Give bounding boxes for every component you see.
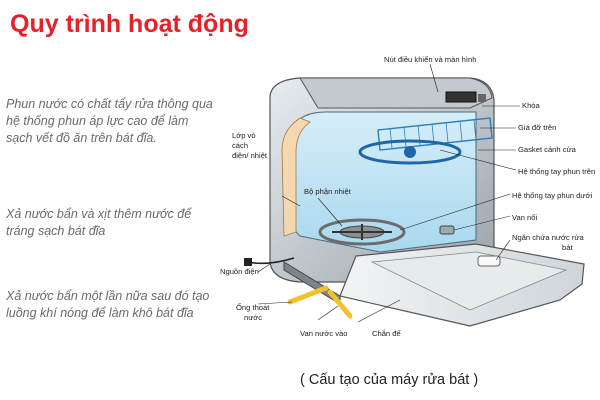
label-stopper: Chắn đế <box>372 329 401 338</box>
figure-caption: ( Cấu tạo của máy rửa bát ) <box>300 372 479 388</box>
label-insulation-line3: điện/ nhiệt <box>232 151 268 160</box>
label-heater: Bộ phận nhiệt <box>304 187 352 196</box>
label-lower-spray: Hệ thống tay phun dưới <box>512 191 592 200</box>
page-title: Quy trình hoạt động <box>10 10 249 38</box>
label-lock: Khóa <box>522 101 541 110</box>
insulation-layer <box>281 117 311 237</box>
label-inlet-valve: Van nước vào <box>300 329 348 338</box>
label-insulation-line2: cách <box>232 141 248 150</box>
label-detergent-line2: bát <box>562 243 573 252</box>
label-drain-line2: nước <box>244 313 262 322</box>
display-screen <box>445 91 477 103</box>
drain-pipe <box>287 285 329 305</box>
detergent-compartment <box>477 255 501 267</box>
label-upper-rack: Giá đỡ trên <box>518 123 556 132</box>
label-upper-spray: Hệ thống tay phun trên <box>518 167 595 176</box>
control-panel <box>299 77 493 109</box>
label-detergent-line1: Ngăn chứa nước rửa <box>512 233 585 242</box>
heater-element <box>318 218 406 246</box>
label-drain-line1: Ống thoát <box>236 302 270 312</box>
label-float-valve: Van nổi <box>512 213 538 222</box>
step-1-text: Phun nước có chất tẩy rửa thông qua hệ t… <box>6 97 213 145</box>
label-insulation-line1: Lớp vỏ <box>232 131 256 140</box>
label-power: Nguồn điện <box>220 267 259 276</box>
step-3-text: Xả nước bẩn một lần nữa sau đó tạo luồng… <box>6 289 210 320</box>
float-valve <box>439 225 455 235</box>
inlet-pipe <box>327 289 353 319</box>
step-2-text: Xả nước bẩn và xịt thêm nước để tráng sạ… <box>6 207 192 238</box>
upper-spray-arm <box>358 139 462 165</box>
label-door-gasket: Gasket cánh cửa <box>518 145 577 154</box>
label-control: Nút điều khiển và màn hình <box>384 55 476 64</box>
